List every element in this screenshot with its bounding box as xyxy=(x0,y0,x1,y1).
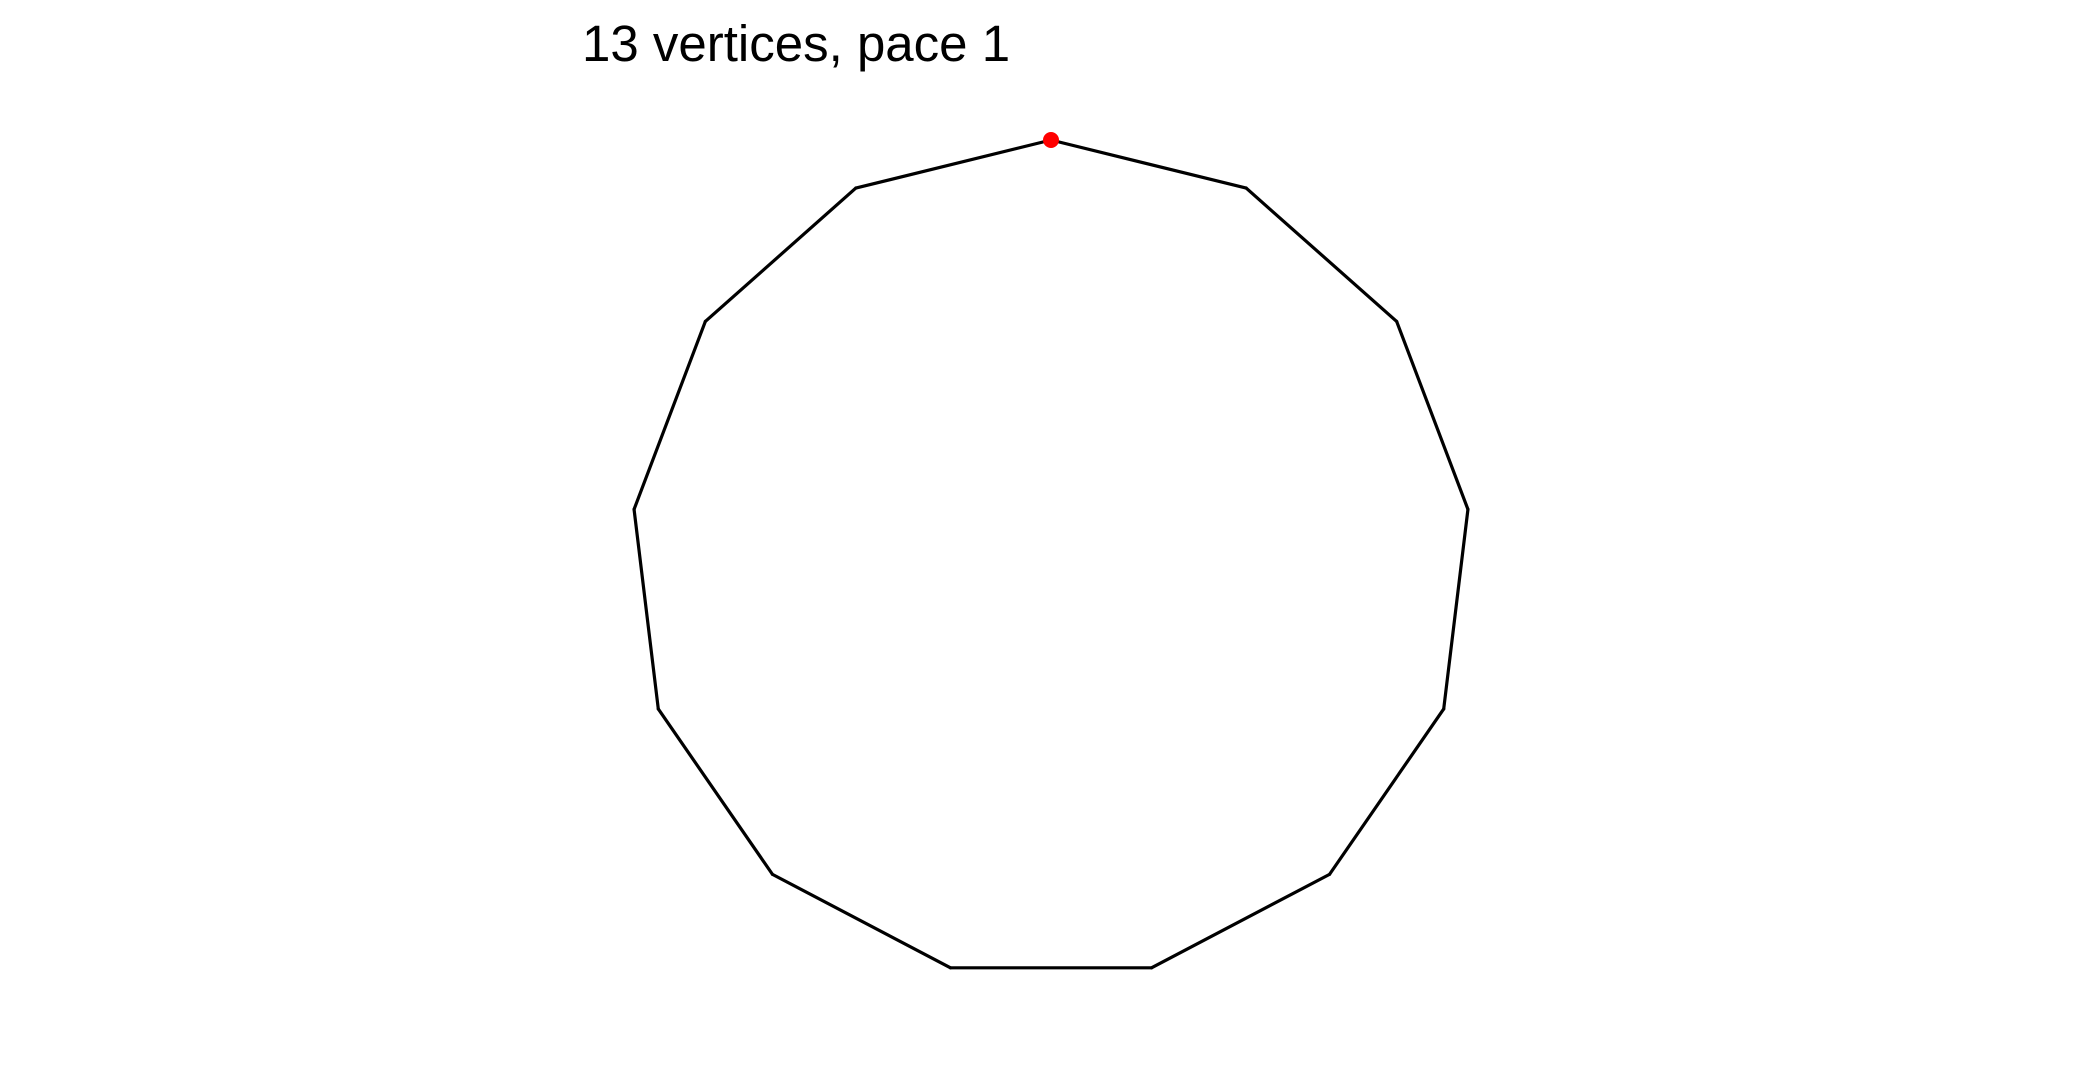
polygon-edge xyxy=(854,138,1053,190)
polygon-edge xyxy=(632,319,707,511)
polygon-edge xyxy=(1395,319,1470,511)
polygon-edge xyxy=(770,872,953,970)
polygon-edge xyxy=(1442,507,1470,711)
polygon-edge xyxy=(1049,138,1248,190)
polygon-edge xyxy=(632,507,660,711)
start-vertex-marker xyxy=(1043,132,1059,148)
plot-title: 13 vertices, pace 1 xyxy=(582,15,1011,72)
polygon-edge xyxy=(703,186,858,324)
polygon-edge xyxy=(1327,707,1446,876)
polygon-edge xyxy=(656,707,775,876)
polygon-edge xyxy=(1244,186,1399,324)
polygon-edge xyxy=(1149,872,1332,970)
